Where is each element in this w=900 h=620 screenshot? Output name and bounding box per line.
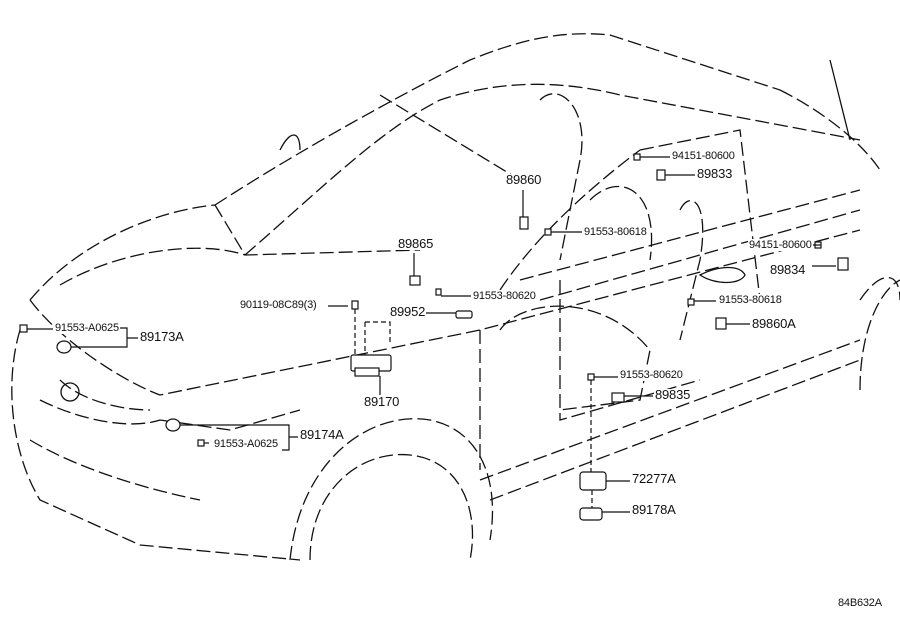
label-91553-80620-top: 91553-80620 <box>472 290 537 302</box>
label-89834: 89834 <box>769 262 807 277</box>
dashed-leaders <box>204 309 593 508</box>
component-parts <box>19 153 849 521</box>
label-91553-A0625-low: 91553-A0625 <box>213 438 279 450</box>
label-89833: 89833 <box>696 166 734 181</box>
label-90119-08C89: 90119-08C89(3) <box>239 299 318 311</box>
label-72277A: 72277A <box>631 471 677 486</box>
label-89835: 89835 <box>654 387 692 402</box>
label-89174A: 89174A <box>299 427 345 442</box>
label-89173A: 89173A <box>139 329 185 344</box>
diagram-id: 84B632A <box>837 597 883 609</box>
label-91553-80620-low: 91553-80620 <box>619 369 684 381</box>
label-89952: 89952 <box>389 304 427 319</box>
label-94151-80600-right: 94151-80600 <box>748 239 813 251</box>
label-89170: 89170 <box>363 394 401 409</box>
label-89178A: 89178A <box>631 502 677 517</box>
label-94151-80600-top: 94151-80600 <box>671 150 736 162</box>
label-91553-80618-right: 91553-80618 <box>718 294 783 306</box>
leader-lines <box>27 156 836 513</box>
label-89865: 89865 <box>397 236 435 251</box>
label-89860A: 89860A <box>751 316 797 331</box>
label-89860: 89860 <box>505 172 543 187</box>
label-91553-80618-top: 91553-80618 <box>583 226 648 238</box>
label-91553-A0625-top: 91553-A0625 <box>54 322 120 334</box>
